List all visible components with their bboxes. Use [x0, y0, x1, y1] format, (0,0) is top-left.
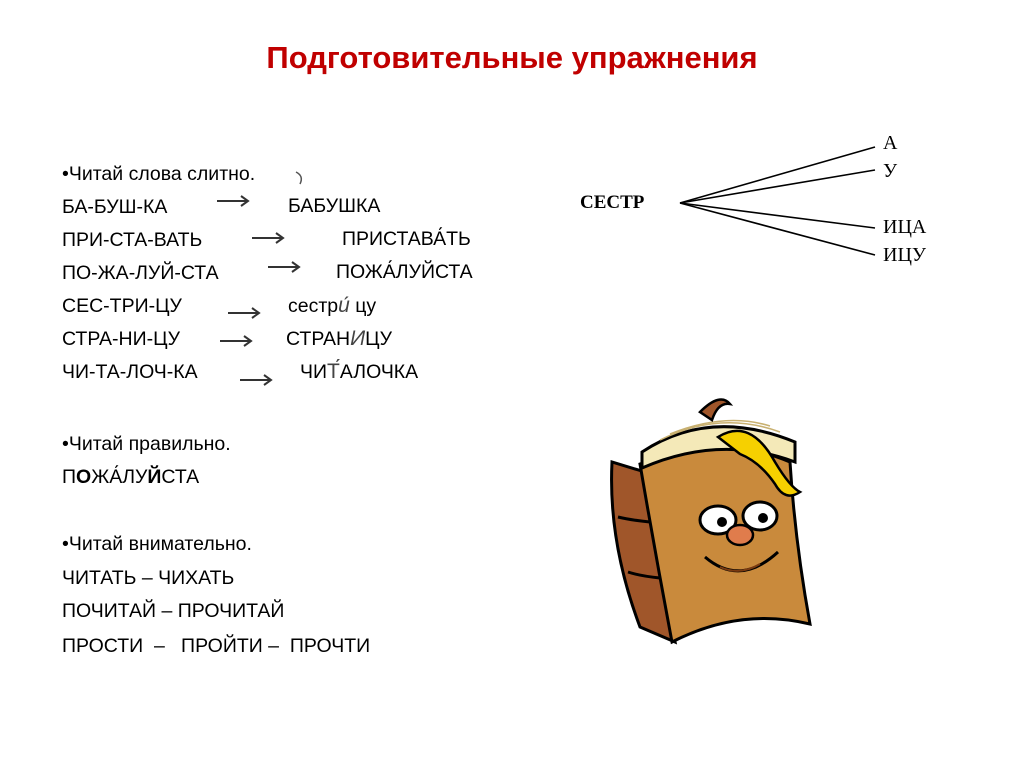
exercise-row: СЕС-ТРИ-ЦУ [62, 294, 182, 318]
syllables: СЕС-ТРИ-ЦУ [62, 295, 182, 317]
ending-label: ИЦА [883, 216, 927, 238]
word-pair: ПРОСТИ – ПРОЙТИ – ПРОЧТИ [62, 635, 371, 657]
ending-label: ИЦУ [883, 244, 927, 266]
word-ending-diagram: СЕСТР А У ИЦА ИЦУ [580, 132, 927, 266]
slide-title: Подготовительные упражнения [266, 40, 758, 75]
right-arrow-icon [252, 232, 285, 244]
curved-arrow-icon [295, 171, 303, 185]
right-arrow-icon [240, 374, 273, 386]
section2-heading: •Читай правильно. [62, 433, 231, 455]
joined-word: сестри́ цу [288, 294, 377, 317]
exercise-row: ПРИ-СТА-ВАТЬ [62, 228, 202, 252]
ending-label: У [883, 160, 898, 182]
right-arrow-icon [217, 195, 250, 207]
exercise-row: ПО-ЖА-ЛУЙ-СТА [62, 261, 219, 285]
section1-heading: •Читай слова слитно. [62, 163, 256, 185]
joined-word: ПОЖА́ЛУЙСТА [336, 261, 473, 283]
exercise-row: ЧИ-ТА-ЛОЧ-КА [62, 360, 198, 384]
word-pair: ЧИТАТЬ – ЧИХАТЬ [62, 567, 235, 589]
right-arrow-icon [220, 335, 253, 347]
right-arrow-icon [268, 261, 301, 273]
stem-label: СЕСТР [580, 192, 645, 213]
syllables: БА-БУШ-КА [62, 196, 168, 218]
exercise-row: БА-БУШ-КА [62, 195, 167, 219]
exercise-row: СТРА-НИ-ЦУ [62, 327, 180, 351]
stress-word: ПОЖА́ЛУЙСТА [62, 466, 200, 488]
right-arrow-icon [228, 307, 261, 319]
section3-heading: •Читай внимательно. [62, 533, 252, 555]
book-character-illustration [610, 398, 812, 645]
word-pair: ПОЧИТАЙ – ПРОЧИТАЙ [62, 600, 285, 622]
joined-word: БАБУШКА [288, 195, 381, 217]
joined-word: ПРИСТАВА́ТЬ [342, 228, 471, 250]
joined-word: СТРАНИЦУ [286, 327, 392, 350]
joined-word: ЧИТ́АЛОЧКА [300, 360, 419, 383]
syllables: ПРИ-СТА-ВАТЬ [62, 229, 203, 251]
syllables: ПО-ЖА-ЛУЙ-СТА [62, 262, 219, 284]
syllables: СТРА-НИ-ЦУ [62, 328, 180, 350]
ending-label: А [883, 132, 898, 154]
syllables: ЧИ-ТА-ЛОЧ-КА [62, 361, 198, 383]
